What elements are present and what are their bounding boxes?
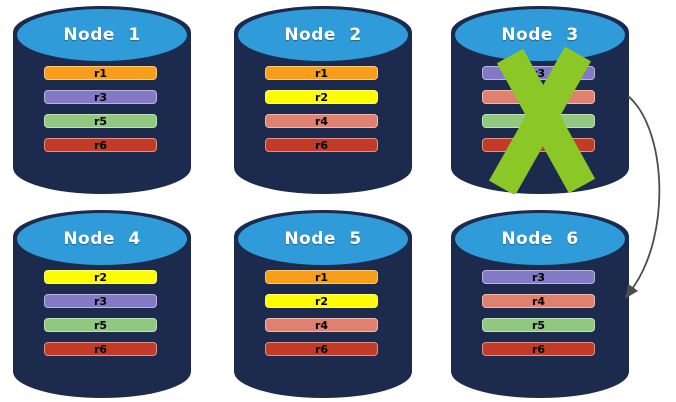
replica-bar: r1 [44,66,157,80]
replica-bar: r4 [482,294,595,308]
node-2-cylinder: Node 2 r1 r2 r4 r6 [234,6,412,194]
replica-bar: r6 [482,342,595,356]
replica-label: r2 [314,294,329,308]
replica-bar: r2 [44,270,157,284]
replica-bar: r2 [265,294,378,308]
node-title: Node 6 [501,229,579,249]
node-5-cylinder: Node 5 r1 r2 r4 r6 [234,210,412,398]
node-title: Node 3 [501,25,579,45]
replica-bar: r1 [265,270,378,284]
replica-label: r4 [314,114,329,128]
node-4-cylinder: Node 4 r2 r3 r5 r6 [13,210,191,398]
replica-bar: r3 [44,294,157,308]
replica-label: r3 [93,294,108,308]
replica-label: r3 [93,90,108,104]
replica-label: r5 [93,114,108,128]
replica-label: r3 [531,66,546,80]
replica-bar: r1 [265,66,378,80]
replica-bar: r4 [265,114,378,128]
replica-bar: r3 [44,90,157,104]
node-6-top-ellipse: Node 6 [455,213,625,265]
node-title: Node 2 [284,25,362,45]
replica-bar: r2 [265,90,378,104]
replica-bar: r6 [44,342,157,356]
replica-bar: r6 [265,138,378,152]
replica-bar: r5 [482,318,595,332]
node-title: Node 4 [63,229,141,249]
replica-label: r5 [531,318,546,332]
node-1-top-ellipse: Node 1 [17,9,187,61]
replica-label: r5 [93,318,108,332]
failover-arrow-icon [624,95,661,299]
replica-label: r6 [314,342,329,356]
replica-label: r1 [93,66,108,80]
replica-label: r1 [314,66,329,80]
node-2-top-ellipse: Node 2 [238,9,408,61]
replica-label: r1 [314,270,329,284]
replica-label: r6 [531,342,546,356]
replica-label: r6 [314,138,329,152]
failure-x-icon [488,46,596,194]
node-4-top-ellipse: Node 4 [17,213,187,265]
replica-bar: r5 [44,114,157,128]
replica-label: r4 [314,318,329,332]
replica-label: r2 [314,90,329,104]
node-title: Node 1 [63,25,141,45]
node-3-top-ellipse: Node 3 [455,9,625,61]
replica-label: r2 [93,270,108,284]
replica-bar: r6 [44,138,157,152]
node-6-cylinder: Node 6 r3 r4 r5 r6 [451,210,629,398]
replica-bar: r3 [482,270,595,284]
node-1-cylinder: Node 1 r1 r3 r5 r6 [13,6,191,194]
replica-label: r4 [531,294,546,308]
replica-bar: r5 [44,318,157,332]
replica-label: r6 [93,342,108,356]
replica-bar: r6 [265,342,378,356]
replica-label: r6 [93,138,108,152]
replica-label: r3 [531,270,546,284]
node-title: Node 5 [284,229,362,249]
node-5-top-ellipse: Node 5 [238,213,408,265]
replica-bar: r4 [265,318,378,332]
